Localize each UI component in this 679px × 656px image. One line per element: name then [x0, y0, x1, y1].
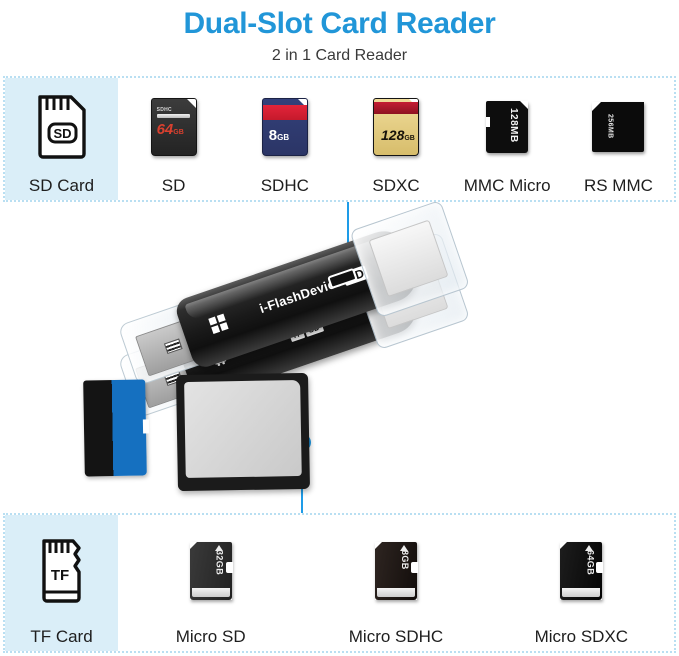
card-cell-micro-sdxc: 64GB Micro SDXC [489, 515, 674, 651]
sdhc-card-art: 8GB [229, 78, 340, 175]
micro-sdhc-image: 8GB [374, 541, 418, 600]
lightning-cap-inner [368, 219, 449, 298]
micro-sdhc-arrow-icon [399, 544, 408, 551]
micro-sdhc-capacity: 8GB [399, 549, 410, 570]
card-label-micro-sd: Micro SD [175, 627, 246, 646]
card-cell-sdxc: 128GB SDXC [340, 78, 451, 200]
sdhc-card-band [262, 104, 307, 120]
mmc-micro-image: 128MB [486, 100, 529, 153]
page-subtitle: 2 in 1 Card Reader [271, 47, 408, 64]
micro-sd-corner [189, 541, 197, 549]
card-label-micro-sdhc: Micro SDHC [348, 627, 444, 646]
inserted-sd-card-face [184, 379, 302, 479]
rs-mmc-image: 256MB [592, 101, 645, 152]
card-cell-mmc-micro: 128MB MMC Micro [452, 78, 563, 200]
sdxc-card-band [374, 101, 418, 114]
page-title: Dual-Slot Card Reader [183, 7, 496, 40]
micro-sd-image: 32GB [189, 541, 233, 600]
micro-sd-capacity: 32GB [214, 549, 225, 575]
micro-sdxc-arrow-icon [585, 544, 594, 551]
tf-card-outline-art: TF [5, 515, 118, 626]
micro-sdxc-contacts [562, 587, 601, 597]
sdhc-card-image: 8GB [261, 97, 308, 156]
sd-card-outline-icon: SD [37, 94, 86, 159]
tf-card-panel: TF TF Card 32GB Micro SD [3, 513, 676, 653]
card-cell-micro-sdhc: 8GB Micro SDHC [303, 515, 488, 651]
micro-sd-art: 32GB [118, 515, 303, 626]
sd-card-small-text: SDHC [156, 106, 172, 113]
micro-sdxc-capacity: 64GB [585, 549, 596, 575]
tf-badge-text: TF [50, 567, 68, 584]
sd-card-highlight-cell: SD SD Card [5, 78, 118, 200]
header: Dual-Slot Card Reader 2 in 1 Card Reader [0, 0, 679, 68]
sd-callout-line [347, 202, 349, 274]
mmc-micro-capacity: 128MB [508, 107, 520, 143]
sdxc-card-capacity: 128GB [381, 126, 415, 143]
rs-mmc-art: 256MB [563, 78, 674, 175]
mmc-micro-art: 128MB [452, 78, 563, 175]
device-illustration: TF SD i-FlashDeviceHD [0, 199, 679, 514]
sd-card-highlight-label: SD Card [28, 176, 95, 195]
sdhc-card-capacity: 8GB [268, 126, 290, 144]
card-label-sdxc: SDXC [372, 176, 420, 195]
micro-sdhc-art: 8GB [303, 515, 488, 626]
inserted-micro-sd-card [83, 379, 147, 477]
micro-sdxc-corner [560, 541, 568, 549]
inserted-sd-card [175, 372, 311, 492]
sd-card-black-image: SDHC 64GB [150, 97, 197, 156]
card-label-rs-mmc: RS MMC [583, 176, 653, 195]
sd-card-outline-art: SD [5, 78, 118, 175]
sdxc-card-image: 128GB [373, 97, 419, 156]
sd-card-capacity: 64GB [156, 120, 184, 138]
tf-card-outline-icon: TF [41, 538, 81, 603]
micro-sd-arrow-icon [214, 544, 223, 551]
card-label-sd: SD [161, 176, 186, 195]
card-label-micro-sdxc: Micro SDXC [534, 627, 629, 646]
micro-sdhc-contacts [376, 587, 415, 597]
micro-sdxc-image: 64GB [560, 541, 604, 600]
card-label-mmc-micro: MMC Micro [463, 176, 551, 195]
card-cell-sdhc: 8GB SDHC [229, 78, 340, 200]
micro-sd-contacts [191, 587, 230, 597]
card-cell-sd: SDHC 64GB SD [118, 78, 229, 200]
micro-sdxc-art: 64GB [489, 515, 674, 626]
tf-card-highlight-label: TF Card [30, 627, 93, 646]
sd-badge-text: SD [53, 126, 71, 141]
mmc-micro-notch [486, 116, 491, 127]
sd-card-stripe [156, 113, 190, 118]
sdxc-card-art: 128GB [340, 78, 451, 175]
card-cell-rs-mmc: 256MB RS MMC [563, 78, 674, 200]
card-cell-micro-sd: 32GB Micro SD [118, 515, 303, 651]
sd-card-art: SDHC 64GB [118, 78, 229, 175]
micro-sdhc-corner [374, 541, 382, 549]
sd-card-panel: SD SD Card SDHC 64GB SD 8GB [3, 76, 676, 202]
tf-card-highlight-cell: TF TF Card [5, 515, 118, 651]
card-label-sdhc: SDHC [260, 176, 309, 195]
rs-mmc-capacity: 256MB [606, 113, 614, 139]
